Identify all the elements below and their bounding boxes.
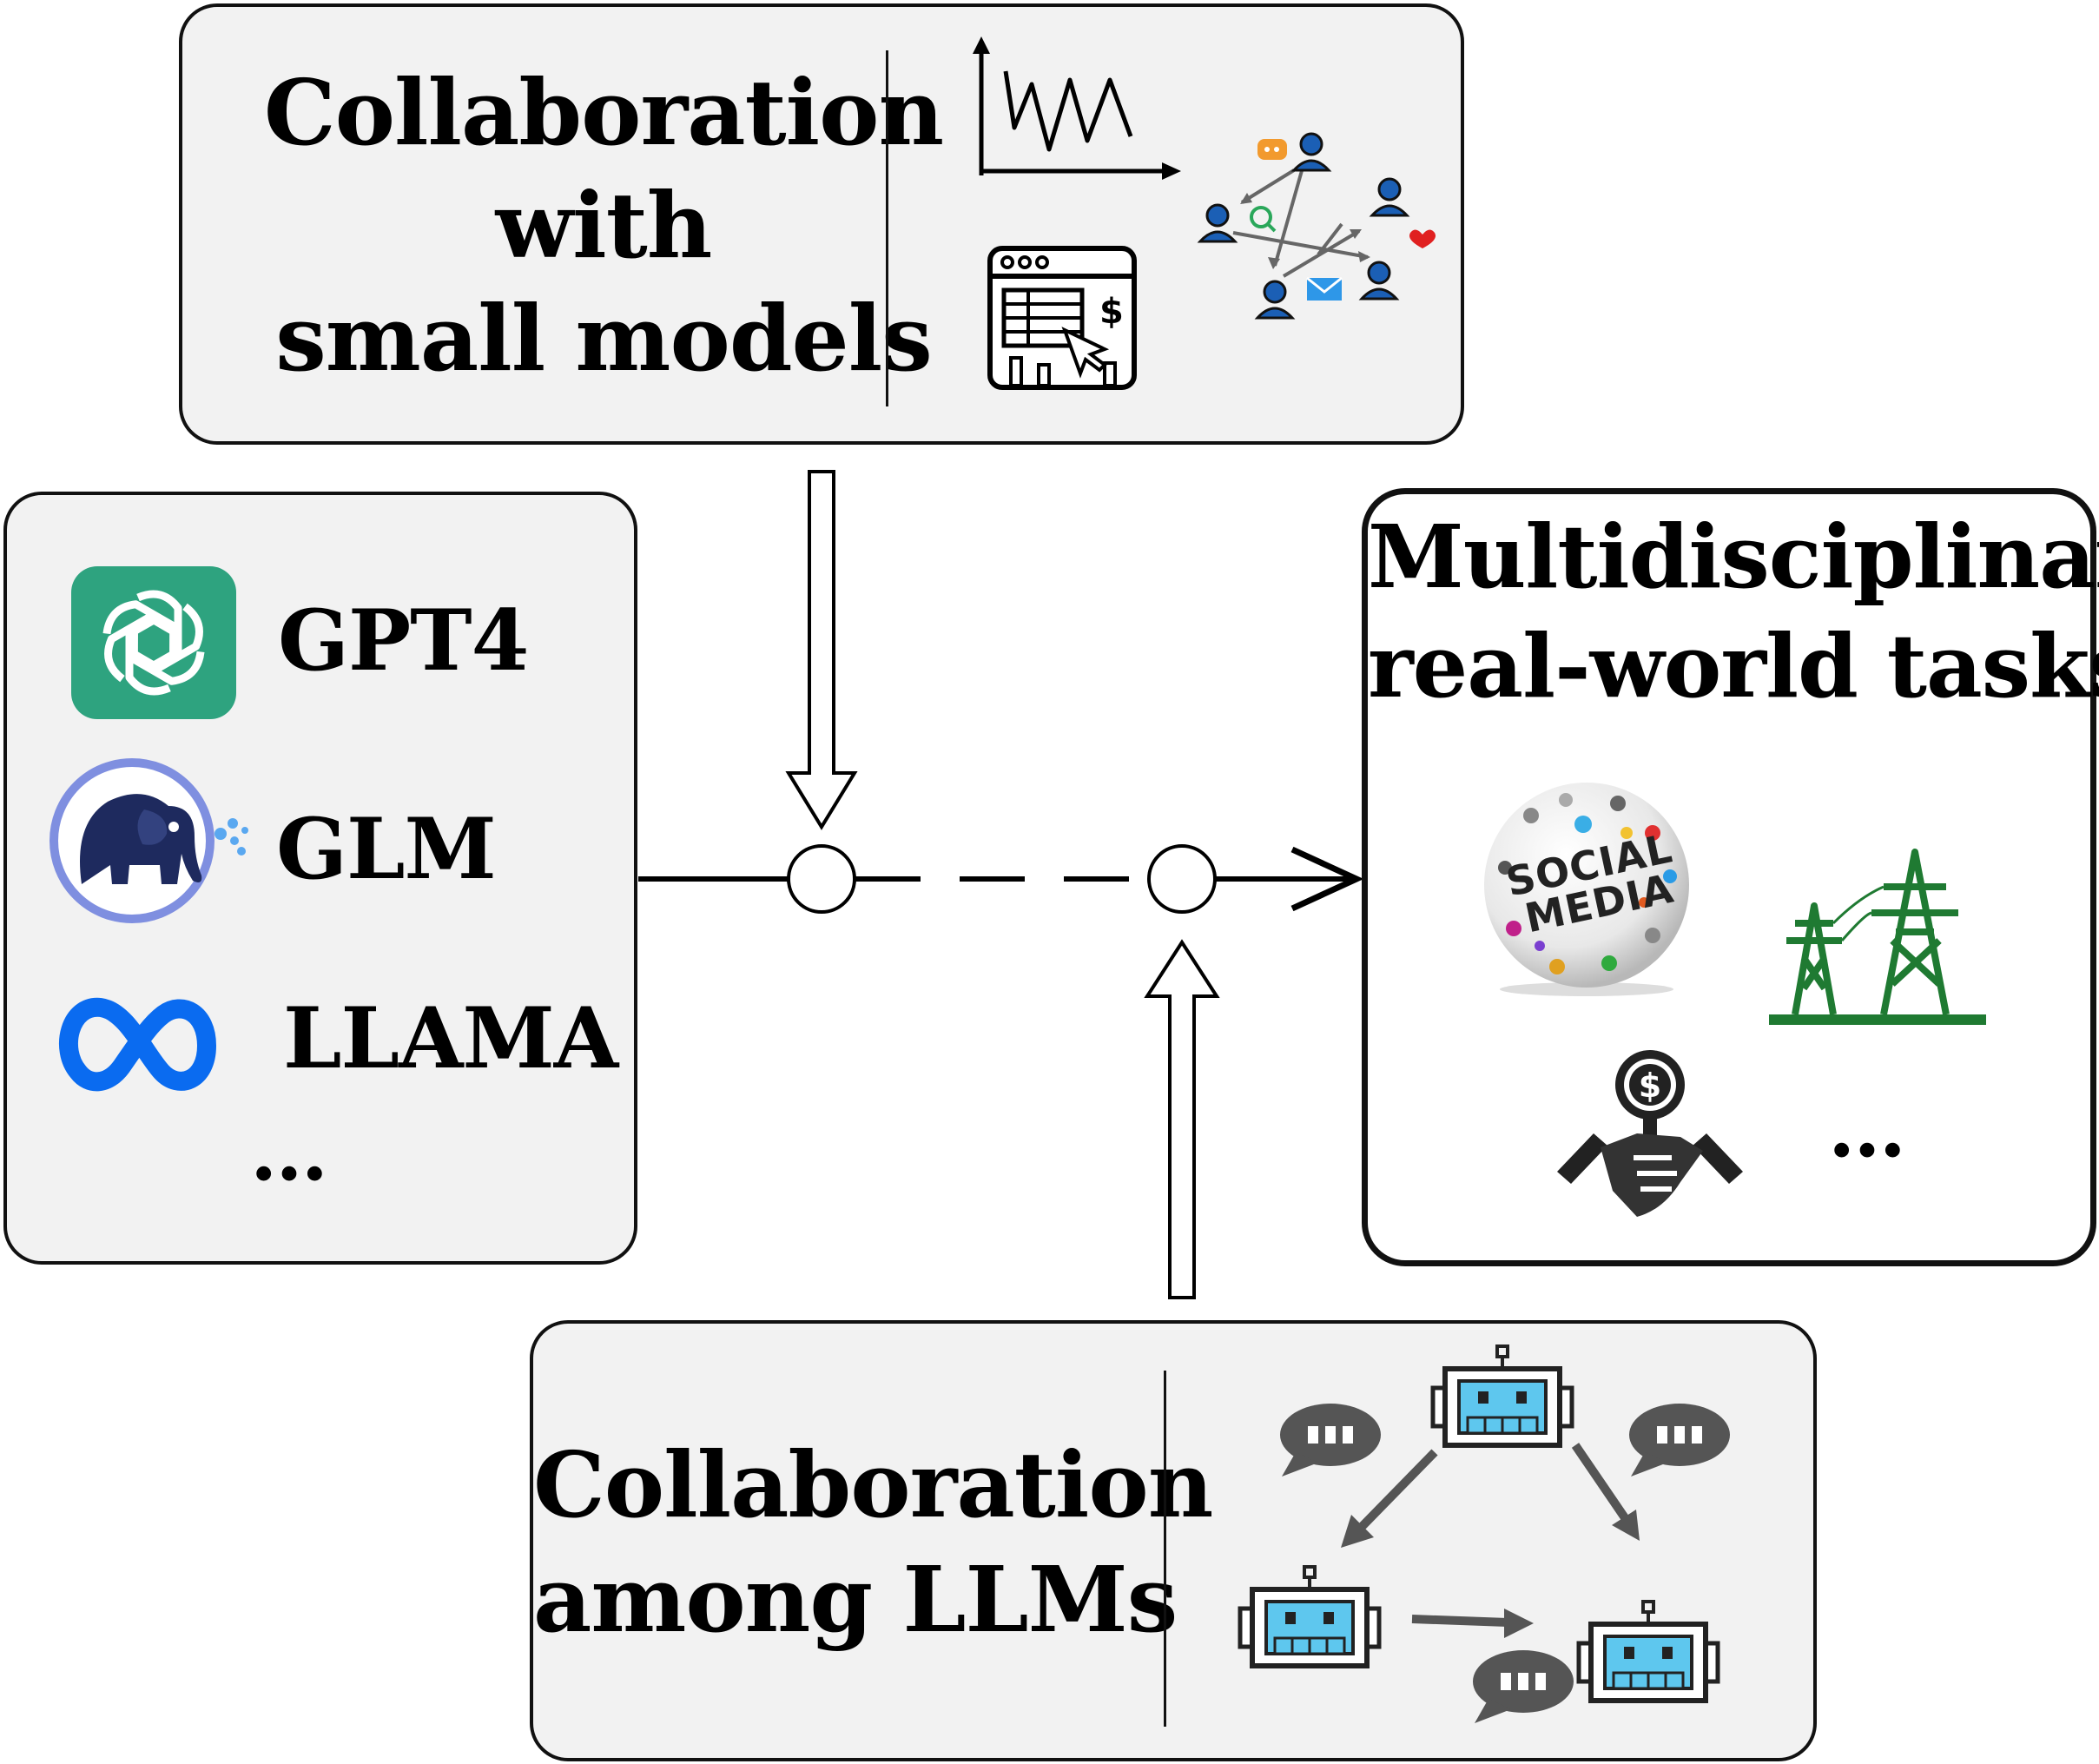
speech-bubble-bottom [1473,1650,1574,1723]
svg-text:$: $ [1639,1067,1661,1105]
down-hollow-arrow [785,470,858,830]
small-models-divider [886,50,888,406]
glm-elephant-logo-icon [50,758,248,923]
junction-circle-left [787,844,856,914]
speech-bubble-top-left [1280,1404,1381,1477]
svg-text:$: $ [1099,292,1124,332]
junction-circle-right [1147,844,1217,914]
line-chart-icon [973,36,1181,180]
model-label-llama: LLAMA [283,989,618,1087]
robot-top [1433,1346,1572,1445]
robot-network-icon [1211,1324,1730,1723]
tasks-panel: Multidisciplinary real-world tasks [1362,488,2099,1266]
small-models-panel: Collaboration with small models [179,3,1464,445]
social-media-icon: SOCIAL MEDIA [1479,781,1694,998]
speech-bubble-top-right [1629,1404,1730,1477]
small-models-title-line-3: small models [275,285,933,392]
flow-arrowhead [1290,846,1364,912]
social-media-sphere-icon [1484,783,1689,996]
power-pylon-icon [1769,849,1986,1025]
tasks-title-line-2: real-world tasks [1368,615,2099,717]
llm-collab-divider [1164,1371,1166,1727]
tasks-title-line-1: Multidisciplinary [1368,505,2099,608]
financial-dashboard-icon: $ [987,246,1137,390]
handshake-dollar-icon: $ [1557,1050,1743,1217]
meta-logo-icon [58,997,216,1092]
models-ellipsis: … [250,1107,335,1199]
robot-bottom-right [1579,1602,1718,1701]
small-models-title-line-1: Collaboration [263,59,944,166]
llm-collab-title-line-2: among LLMs [533,1546,1178,1653]
user-network-icon [1197,132,1436,320]
openai-logo-icon [71,566,236,719]
small-models-title-line-2: with [495,172,713,279]
tasks-ellipsis: … [1828,1083,1913,1175]
llm-collaboration-panel: Collaboration among LLMs [530,1320,1817,1761]
llm-models-panel: GPT4 GLM LLAMA … [3,492,637,1265]
model-label-gpt4: GPT4 [278,591,529,690]
up-hollow-arrow [1144,939,1220,1299]
robot-bottom-left [1240,1567,1379,1666]
model-label-glm: GLM [276,800,497,898]
llm-collab-title-line-1: Collaboration [533,1431,1213,1538]
